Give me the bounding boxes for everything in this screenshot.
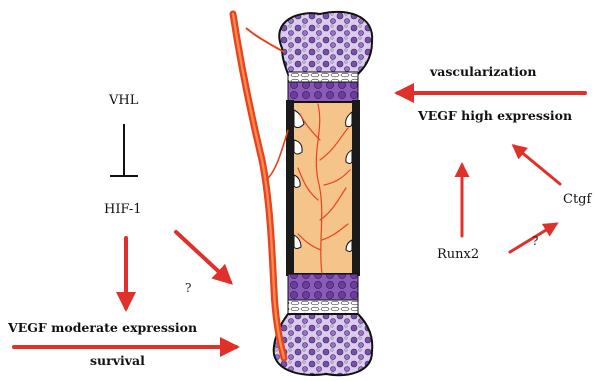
blood-vessel-icon <box>233 14 288 358</box>
vascularization-label: vascularization <box>430 66 536 79</box>
ctgf-label: Ctgf <box>563 193 591 206</box>
survival-label: survival <box>90 355 145 368</box>
bottom-proliferative-zone <box>288 300 358 314</box>
hif1-to-bone-arrow <box>176 232 230 282</box>
long-bone-growth-plate-icon <box>274 12 373 375</box>
hif1-question-mark: ? <box>185 282 191 294</box>
top-proliferative-zone <box>288 72 358 82</box>
hif1-label: HIF-1 <box>104 203 142 216</box>
right-cortex <box>352 100 360 276</box>
vegf-high-label: VEGF high expression <box>418 110 572 123</box>
top-hypertrophic-zone <box>288 82 358 102</box>
vhl-inhibition-icon <box>110 124 138 176</box>
vhl-label: VHL <box>109 94 138 107</box>
runx2-label: Runx2 <box>437 248 479 261</box>
vegf-moderate-label: VEGF moderate expression <box>8 322 197 335</box>
runx2-ctgf-question-mark: ? <box>532 235 538 247</box>
bottom-epiphysis <box>274 314 373 375</box>
left-cortex <box>286 100 294 276</box>
ctgf-to-vegf-high-arrow <box>514 146 560 184</box>
bottom-hypertrophic-zone <box>288 274 358 300</box>
top-epiphysis <box>279 12 372 74</box>
